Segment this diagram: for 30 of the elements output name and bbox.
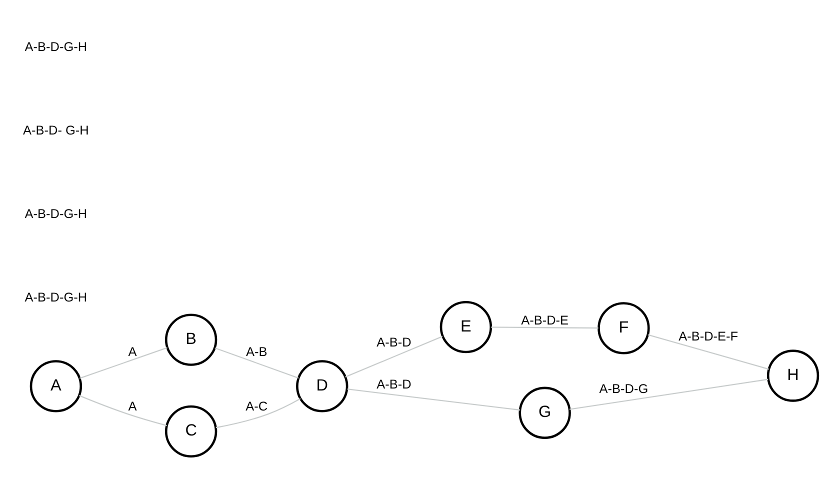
connector — [214, 347, 299, 379]
connector — [491, 326, 598, 329]
edge-label: A-B-D — [376, 334, 412, 350]
connector — [79, 347, 168, 379]
connector — [347, 388, 520, 411]
node-circle: D — [296, 360, 348, 412]
label: A-B-D-G-H — [24, 38, 88, 54]
connector — [216, 398, 301, 428]
connector — [569, 378, 768, 410]
node-circle: G — [518, 386, 571, 439]
edge-label: A-B-D-G — [599, 380, 648, 396]
connector — [78, 395, 167, 426]
node-circle: A — [30, 360, 82, 412]
edge-label: A — [128, 398, 137, 414]
label: A-B-D- G-H — [23, 122, 89, 138]
edge-label: A-B-D-E-F — [678, 328, 738, 344]
edge-label: A-B-D-E — [521, 312, 569, 328]
connector — [345, 336, 443, 378]
node-circle: H — [766, 350, 820, 402]
node-circle: C — [164, 405, 218, 458]
edge-label: A-B-D — [376, 376, 412, 392]
edge-label: A — [128, 344, 137, 359]
node-circle: B — [164, 314, 218, 366]
node-circle: F — [598, 302, 650, 354]
edge-label: A-C — [246, 398, 268, 414]
connector — [648, 334, 769, 370]
label: A-B-D-G-H — [24, 289, 88, 304]
node-circle: E — [440, 300, 492, 354]
label: A-B-D-G-H — [24, 206, 88, 221]
edge-label: A-B — [246, 344, 268, 359]
